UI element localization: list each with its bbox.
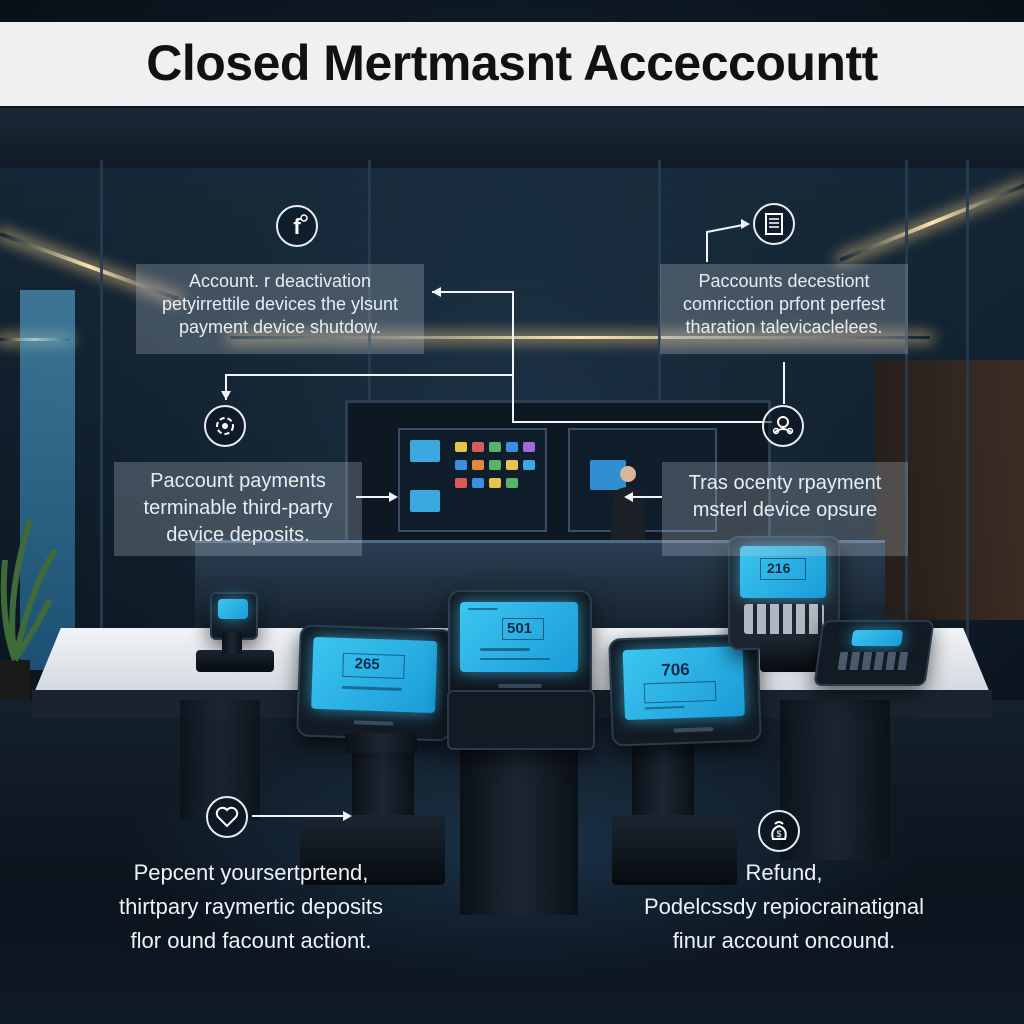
handheld-dock bbox=[760, 640, 820, 672]
terminal-amount: 216 bbox=[767, 560, 791, 576]
reader-keypad[interactable] bbox=[837, 652, 911, 670]
person-figure bbox=[610, 466, 646, 542]
terminal-brand bbox=[498, 684, 542, 688]
terminal-amount: 265 bbox=[354, 655, 380, 674]
reader-screen bbox=[850, 630, 904, 646]
title-bar bbox=[0, 22, 1024, 106]
callout-line: petyirrettile devices the ylsunt bbox=[161, 294, 399, 314]
svg-text:f: f bbox=[293, 214, 301, 239]
callout-line: Paccount payments bbox=[150, 470, 326, 492]
terminal-brand bbox=[673, 727, 714, 733]
card-reader-neck bbox=[222, 632, 242, 654]
ceiling bbox=[0, 108, 1024, 168]
page-title: Closed Mertmasnt Acceccountt bbox=[146, 35, 878, 91]
callout-line: terminable third-party bbox=[143, 497, 333, 519]
callout-line: tharation talevicaclelees. bbox=[685, 317, 883, 337]
user-support-icon[interactable] bbox=[762, 405, 804, 447]
terminal-neck bbox=[345, 733, 417, 753]
card-reader-stand bbox=[196, 650, 274, 672]
callout-top-left: Account. r deactivation petyirrettile de… bbox=[136, 264, 424, 354]
settings-icon[interactable] bbox=[204, 405, 246, 447]
caption-bottom-right: Refund, Podelcssdy repiocrainatignal fin… bbox=[630, 856, 938, 958]
payment-terminal-center[interactable]: 501 bbox=[448, 590, 592, 702]
callout-mid-left: Paccount payments terminable third-party… bbox=[114, 462, 362, 556]
glass-frame bbox=[905, 160, 908, 720]
money-bag-icon[interactable]: $ bbox=[758, 810, 800, 852]
caption-line: Refund, bbox=[745, 860, 823, 885]
caption-line: finur account oncound. bbox=[672, 928, 896, 953]
plant-decoration bbox=[0, 519, 58, 700]
caption-bottom-left: Pepcent yoursertprtend, thirtpary raymer… bbox=[86, 856, 416, 958]
callout-line: Tras ocenty rpayment bbox=[688, 472, 882, 494]
caption-line: Podelcssdy repiocrainatignal bbox=[643, 894, 925, 919]
heart-icon[interactable] bbox=[206, 796, 248, 838]
handheld-screen: 216 bbox=[740, 546, 826, 598]
callout-mid-right: Tras ocenty rpayment msterl device opsur… bbox=[662, 462, 908, 556]
payment-terminal-left[interactable]: 265 bbox=[296, 624, 454, 742]
keypad[interactable] bbox=[744, 604, 824, 634]
callout-line: Paccounts decestiont bbox=[698, 271, 870, 291]
display-screen bbox=[398, 428, 547, 532]
payment-terminal-right[interactable]: 706 bbox=[608, 633, 762, 747]
document-icon[interactable] bbox=[753, 203, 795, 245]
glass-frame bbox=[966, 160, 969, 720]
card-reader-screen bbox=[218, 599, 248, 619]
facebook-icon[interactable]: f bbox=[276, 205, 318, 247]
terminal-brand bbox=[353, 720, 394, 726]
callout-top-right: Paccounts decestiont comricction prfont … bbox=[660, 264, 908, 354]
glass-frame bbox=[100, 160, 103, 720]
terminal-amount: 706 bbox=[660, 659, 690, 680]
callout-line: Account. r deactivation bbox=[188, 271, 372, 291]
svg-text:$: $ bbox=[776, 829, 781, 839]
callout-line: msterl device opsure bbox=[692, 499, 878, 521]
caption-line: flor ound facount actiont. bbox=[130, 928, 372, 953]
callout-line: device deposits. bbox=[166, 524, 310, 546]
pedestal-base bbox=[612, 815, 737, 885]
callout-line: comricction prfont perfest bbox=[682, 294, 886, 314]
terminal-amount: 501 bbox=[507, 620, 533, 637]
caption-line: thirtpary raymertic deposits bbox=[118, 894, 384, 919]
wood-wall bbox=[874, 360, 1024, 620]
terminal-screen: 706 bbox=[622, 645, 745, 721]
card-reader-countertop[interactable] bbox=[813, 620, 935, 686]
callout-line: payment device shutdow. bbox=[178, 317, 382, 337]
pedestal-base bbox=[300, 815, 445, 885]
terminal-screen: 265 bbox=[311, 636, 438, 714]
terminal-body bbox=[447, 690, 595, 750]
caption-line: Pepcent yoursertprtend, bbox=[133, 860, 369, 885]
terminal-screen: 501 bbox=[460, 602, 578, 672]
